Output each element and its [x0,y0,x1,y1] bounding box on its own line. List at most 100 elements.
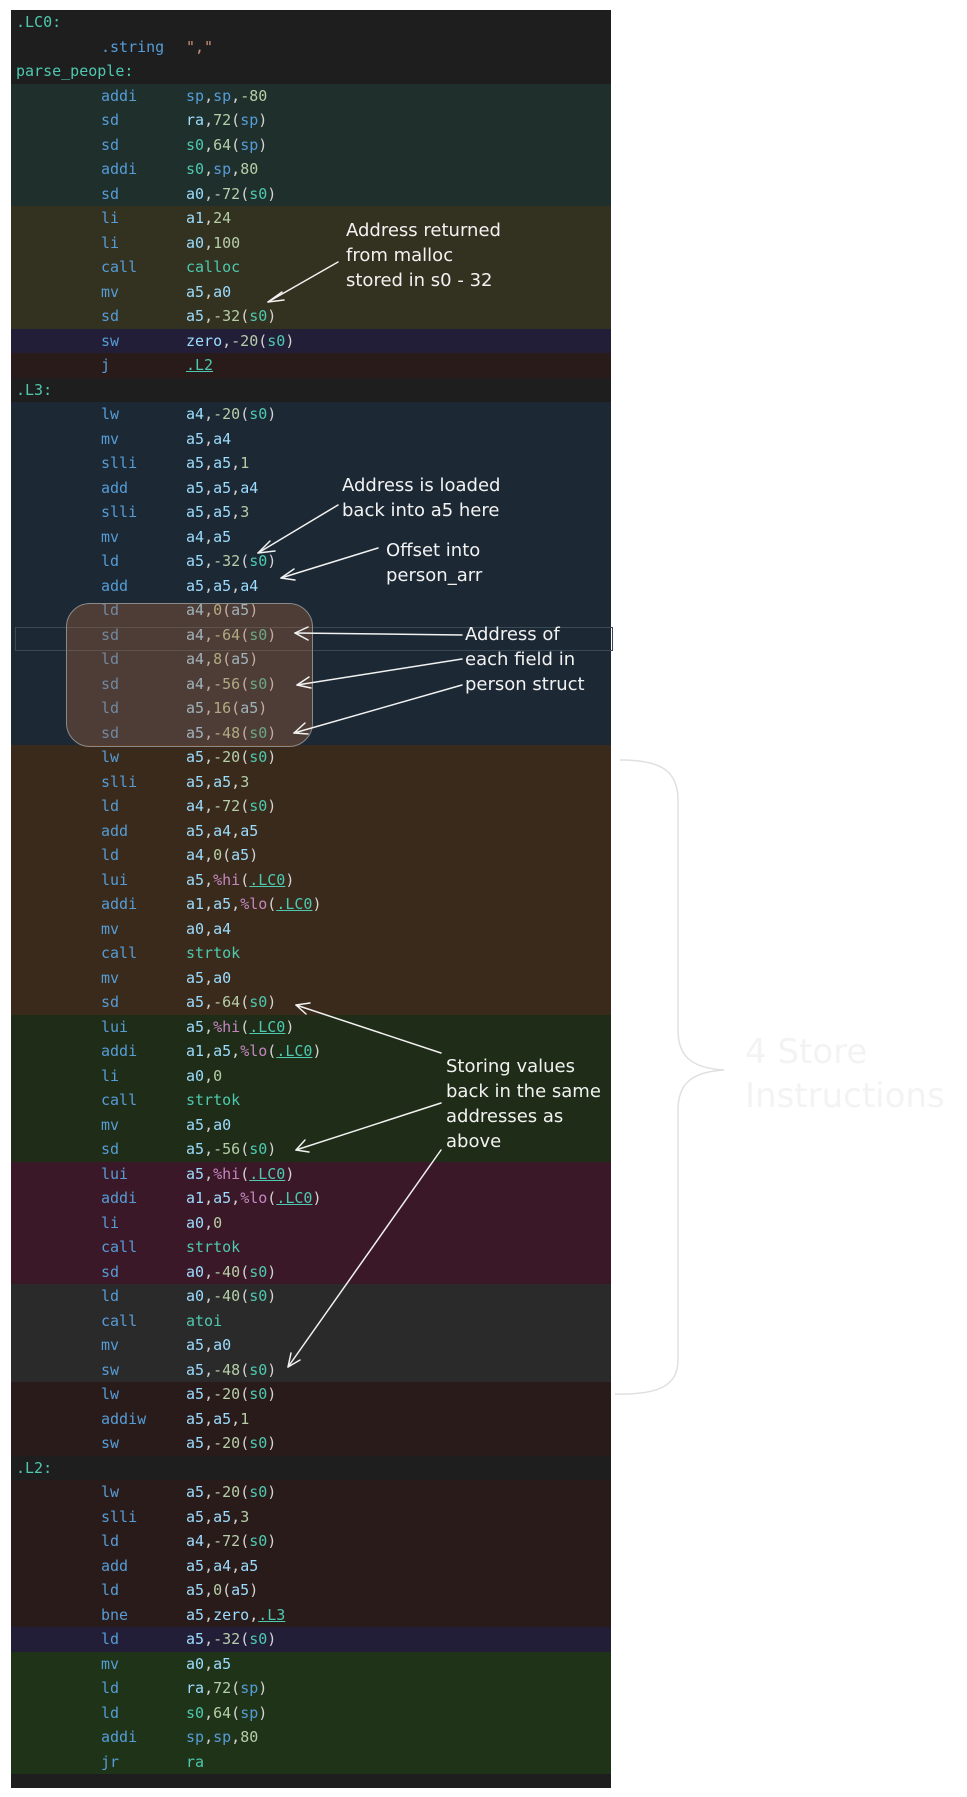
operands: a5,a0 [186,282,232,301]
operands: a1,a5,%lo(.LC0) [186,1189,322,1207]
opcode: addi [101,895,138,913]
operands: a5,a0 [186,1115,232,1134]
opcode: ld [101,699,120,717]
operands: a5,-48(s0) [186,1360,277,1379]
operands: sp,sp,-80 [186,86,268,105]
opcode: addi [101,1042,138,1060]
opcode: li [101,233,120,252]
opcode: addi [101,1728,138,1746]
opcode: lui [101,1164,129,1183]
operands: a5,-64(s0) [186,993,277,1011]
operands: a1,a5,%lo(.LC0) [186,895,322,913]
operands: a5,a5,3 [186,1507,250,1526]
operands: calloc [186,258,241,276]
code-line: mv a5,a0 [11,279,611,304]
opcode: mv [101,429,120,448]
opcode: mv [101,968,120,987]
operands: a5,-56(s0) [186,1140,277,1158]
operands: a4,-20(s0) [186,405,277,423]
opcode: li [101,1213,120,1232]
opcode: jr [101,1752,120,1771]
operands: a4,8(a5) [186,650,259,668]
opcode: mv [101,282,120,301]
operands: a4,0(a5) [186,601,259,619]
code-line: mv a5,a0 [11,965,611,990]
opcode: mv [101,1654,120,1673]
operands: a5,a0 [186,968,232,987]
current-line-highlight [15,627,613,651]
operands: ra,72(sp) [186,111,268,129]
operands: a5,-20(s0) [186,1385,277,1403]
code-line: lui a5,%hi(.LC0) [11,1014,611,1039]
struct-fields-selection-box [66,603,313,747]
operands: strtok [186,944,241,962]
code-line: call atoi [11,1308,611,1333]
code-line: addi sp,sp,80 [11,1725,611,1750]
operands: a5,%hi(.LC0) [186,1164,295,1183]
opcode: add [101,821,129,840]
operands: a1,24 [186,209,232,227]
operands: a0,-40(s0) [186,1287,277,1305]
opcode: slli [101,454,138,472]
curly-brace [614,759,725,1395]
operands: sp,sp,80 [186,1728,259,1746]
opcode: lui [101,870,129,889]
code-line: j.L2 [11,353,611,378]
operands: a4,a5 [186,527,232,546]
opcode: mv [101,527,120,546]
opcode: sd [101,1262,120,1281]
opcode: ld [101,1630,120,1648]
opcode: ld [101,1679,120,1697]
opcode: add [101,576,129,595]
opcode: slli [101,1507,138,1526]
opcode: lui [101,1017,129,1036]
operands: a4,-56(s0) [186,674,277,693]
code-label: .L3: [16,380,53,399]
operands: a5,zero,.L3 [186,1605,286,1624]
operands: a4,-72(s0) [186,797,277,815]
operands: a5,%hi(.LC0) [186,870,295,889]
operands: ra,72(sp) [186,1679,268,1697]
opcode: call [101,1091,138,1109]
code-line: li a0,100 [11,230,611,255]
opcode: mv [101,1336,120,1354]
operands: "," [186,37,214,56]
opcode: sd [101,723,120,742]
malloc-note: Address returned from malloc stored in s… [346,220,501,291]
opcode: call [101,1311,138,1330]
opcode: .string [101,37,165,56]
opcode: sd [101,307,120,325]
operands: a5,a4,a5 [186,1556,259,1575]
opcode: addi [101,86,138,105]
opcode: ld [101,1581,120,1599]
operands: a0,0 [186,1213,223,1232]
code-line: addi a1,a5,%lo(.LC0) [11,892,611,917]
opcode: lw [101,1385,120,1403]
code-label-row: .LC0: [11,10,611,35]
code-line: sd a0,-40(s0) [11,1259,611,1284]
opcode: addi [101,160,138,178]
operands: a5,-20(s0) [186,1434,277,1452]
operands: a5,-20(s0) [186,1483,277,1501]
code-line: lui a5,%hi(.LC0) [11,867,611,892]
opcode: addiw [101,1409,147,1428]
code-line: .string "," [11,34,611,59]
operands: a0,100 [186,233,241,252]
operands: a0,-40(s0) [186,1262,277,1281]
operands: atoi [186,1311,223,1330]
opcode: sd [101,1140,120,1158]
operands: a5,%hi(.LC0) [186,1017,295,1036]
